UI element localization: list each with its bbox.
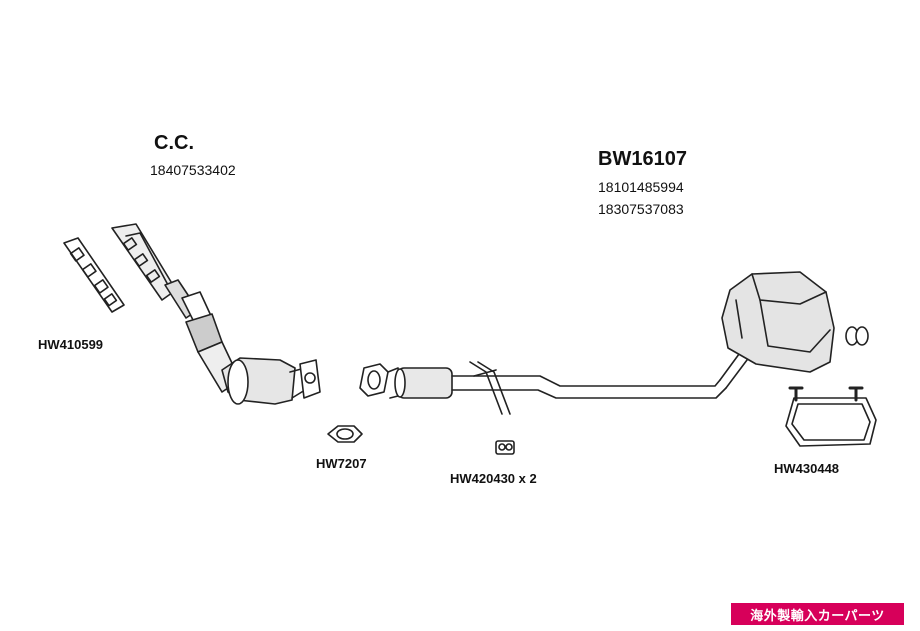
cc-title: C.C.	[154, 132, 194, 154]
heat-shield-hw430448	[785, 386, 877, 447]
gasket-hw7207	[327, 425, 363, 443]
bw-title: BW16107	[598, 148, 687, 170]
rubber-hanger-hw420430	[495, 440, 515, 455]
front-pipe-resonator	[359, 363, 727, 399]
rear-muffler	[721, 271, 835, 373]
manifold-gasket	[63, 237, 125, 313]
part-hw430448: HW430448	[774, 461, 840, 476]
import-badge: 海外製輸入カーパーツ	[731, 603, 904, 625]
tail-pipe-ring	[845, 326, 869, 346]
bw-code-1: 18101485994	[598, 179, 684, 195]
part-hw7207: HW7207	[316, 456, 367, 471]
pipe-hanger	[469, 361, 511, 415]
bw-code-2: 18307537083	[598, 201, 684, 217]
catalytic-converter	[221, 357, 321, 405]
part-hw410599: HW410599	[38, 337, 104, 352]
cc-code: 18407533402	[150, 162, 236, 178]
part-hw420430: HW420430 x 2	[450, 471, 537, 486]
exhaust-manifold	[111, 223, 241, 393]
